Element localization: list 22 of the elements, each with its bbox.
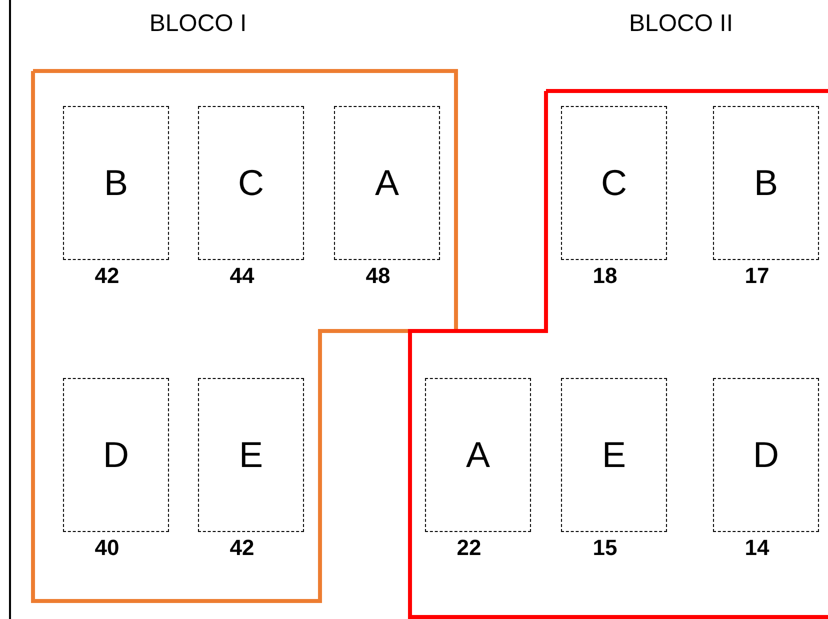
plot-value: 42: [230, 536, 254, 560]
treatment-letter: C: [238, 163, 264, 203]
treatment-letter: B: [754, 163, 778, 203]
treatment-letter: A: [374, 163, 399, 203]
treatment-letter: D: [753, 435, 779, 475]
plot-value: 22: [456, 536, 482, 560]
block-title: BLOCO II: [628, 10, 734, 38]
treatment-letter: E: [238, 435, 263, 475]
plot-value: 42: [94, 264, 120, 288]
plot-value: 44: [230, 264, 254, 288]
treatment-letter: A: [466, 435, 490, 475]
plot-value: 48: [366, 264, 390, 288]
block-title: BLOCO I: [149, 10, 247, 38]
plot-value: 18: [592, 264, 618, 288]
treatment-letter: D: [103, 435, 129, 475]
plot-value: 14: [744, 536, 770, 560]
plot-value: 15: [592, 536, 618, 560]
plot-value: 40: [94, 536, 120, 560]
treatment-letter: B: [104, 163, 128, 203]
treatment-letter: E: [602, 435, 626, 475]
plot-value: 17: [744, 264, 770, 288]
treatment-letter: C: [601, 163, 627, 203]
